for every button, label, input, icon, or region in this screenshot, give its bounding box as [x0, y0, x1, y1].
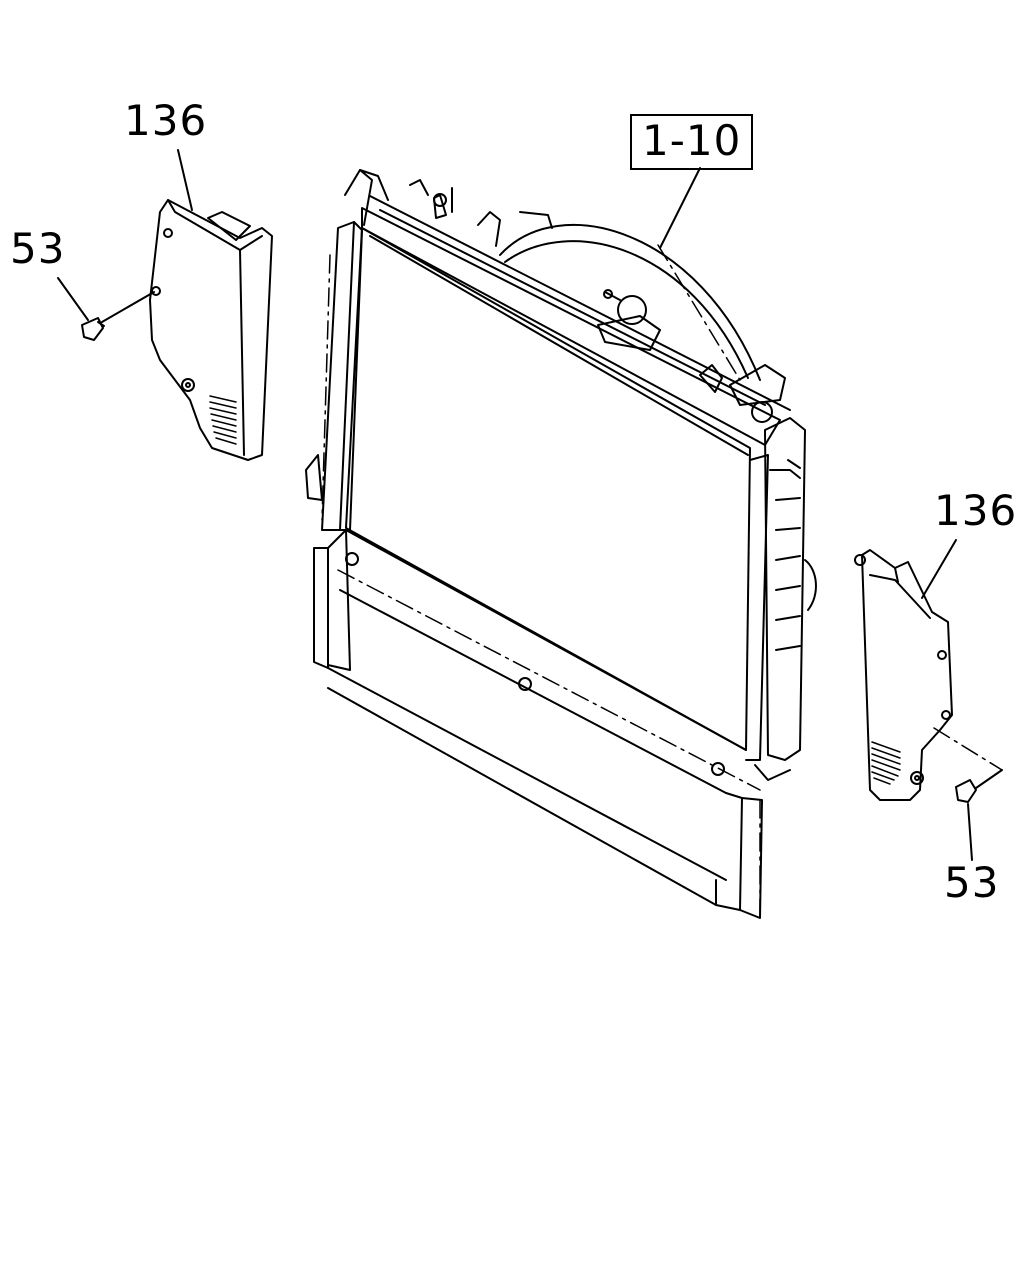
assembly-leader-1-10	[659, 167, 701, 249]
callout-53-left: 53	[10, 224, 66, 273]
callout-136-left: 136	[124, 96, 208, 145]
alignment-lines	[313, 244, 761, 919]
callout-136-right: 136	[934, 486, 1018, 535]
callout-1-10: 1-10	[630, 114, 754, 170]
right-leader-53	[967, 769, 1003, 861]
right-clip-alignment	[933, 727, 1003, 771]
right-air-shroud	[854, 549, 953, 801]
left-leader-53	[57, 277, 155, 323]
right-clip	[955, 779, 977, 803]
right-leader-136	[921, 539, 957, 599]
left-clip	[81, 317, 105, 341]
radiator-assembly	[305, 169, 817, 919]
callout-53-right: 53	[944, 858, 1000, 907]
left-air-shroud	[149, 199, 273, 461]
left-leader-136	[177, 149, 193, 211]
